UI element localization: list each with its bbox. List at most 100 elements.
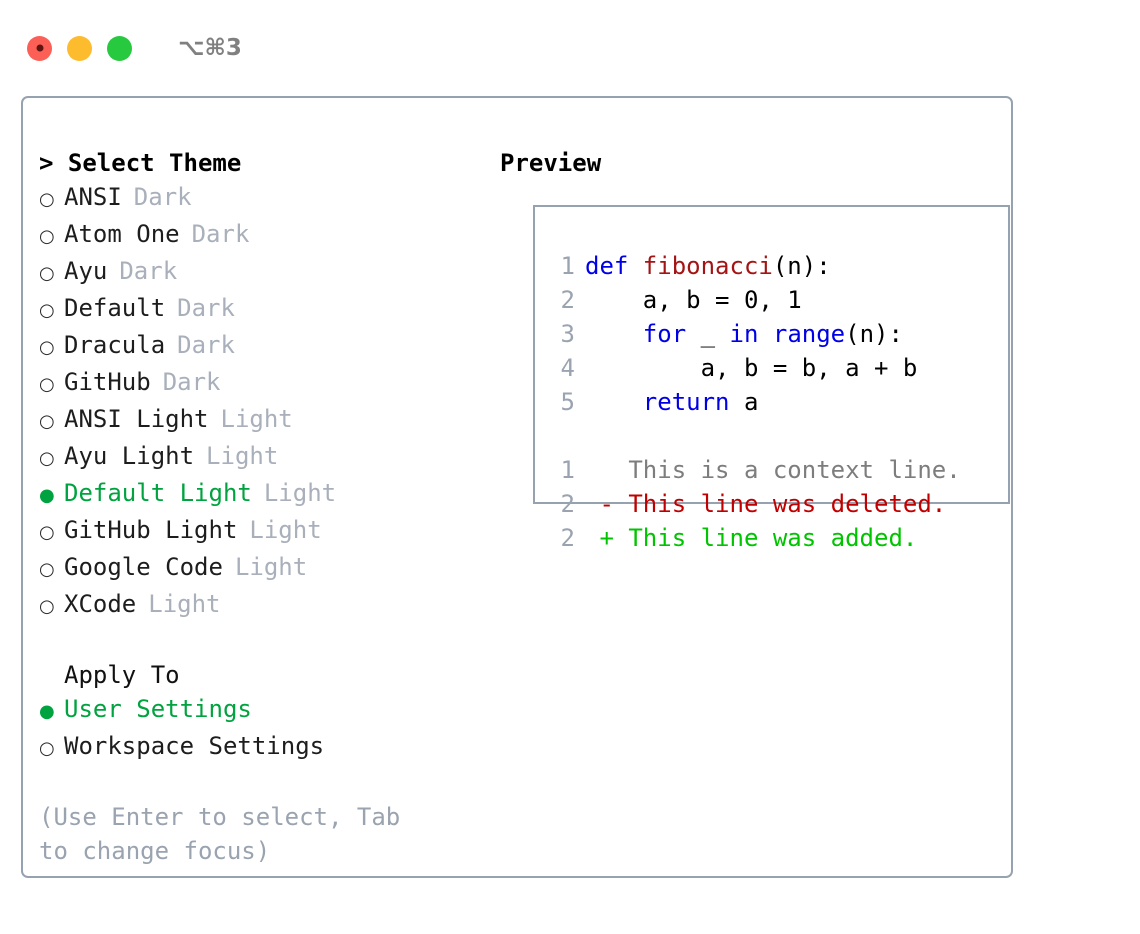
- radio-unselected-icon: ○: [39, 559, 55, 580]
- theme-variant-badge: Light: [263, 479, 337, 507]
- theme-option-label: Default Light: [64, 479, 252, 507]
- code-token-plain: [758, 320, 772, 348]
- theme-option-google-code[interactable]: ○ Google Code Light: [39, 550, 489, 587]
- theme-variant-badge: Light: [148, 590, 221, 618]
- apply-to-list[interactable]: ● User Settings ○ Workspace Settings: [39, 692, 489, 766]
- radio-selected-icon: ●: [39, 485, 55, 506]
- close-button[interactable]: [27, 35, 52, 61]
- radio-unselected-icon: ○: [39, 300, 55, 321]
- diff-line-add: 2 + This line was added.: [549, 521, 999, 555]
- code-token-fn: fibonacci: [642, 252, 773, 280]
- diff-sign: +: [585, 524, 614, 552]
- title-bar: ⌥⌘3: [0, 0, 1140, 96]
- theme-variant-badge: Dark: [119, 257, 178, 285]
- recording-indicator-icon: [36, 44, 43, 52]
- code-blank-row: [549, 419, 999, 453]
- radio-unselected-icon: ○: [39, 226, 55, 247]
- preview-title: Preview: [500, 149, 602, 177]
- diff-line-number: 2: [560, 490, 575, 518]
- radio-selected-icon: ●: [39, 701, 55, 722]
- radio-unselected-icon: ○: [39, 411, 55, 432]
- code-line: 4 a, b = b, a + b: [549, 351, 999, 385]
- code-preview: 1 def fibonacci(n): 2 a, b = 0, 1 3 for _ i…: [549, 249, 999, 555]
- code-token-plain: a, b = 0, 1: [585, 286, 802, 314]
- code-token-plain: _: [686, 320, 730, 348]
- theme-variant-badge: Light: [206, 442, 279, 470]
- code-line-number: 1: [560, 252, 575, 280]
- code-line: 3 for _ in range(n):: [549, 317, 999, 351]
- code-line: 1 def fibonacci(n):: [549, 249, 999, 283]
- theme-option-label: XCode: [64, 590, 137, 618]
- theme-option-label: Ayu Light: [64, 442, 195, 470]
- code-token-kw: for: [642, 320, 687, 348]
- theme-option-ansi[interactable]: ○ ANSI Dark: [39, 180, 489, 217]
- zoom-button[interactable]: [107, 35, 132, 61]
- radio-unselected-icon: ○: [39, 448, 55, 469]
- radio-unselected-icon: ○: [39, 263, 55, 284]
- diff-line-ctx: 1 This is a context line.: [549, 453, 999, 487]
- radio-unselected-icon: ○: [39, 189, 55, 210]
- theme-option-label: ANSI: [64, 183, 122, 211]
- apply-option-workspace-settings[interactable]: ○ Workspace Settings: [39, 729, 489, 766]
- theme-option-ayu-light[interactable]: ○ Ayu Light Light: [39, 439, 489, 476]
- theme-variant-badge: Light: [249, 516, 322, 544]
- theme-option-label: GitHub: [64, 368, 151, 396]
- apply-option-label: Workspace Settings: [64, 732, 325, 760]
- code-lines: 1 def fibonacci(n): 2 a, b = 0, 1 3 for _ i…: [549, 249, 999, 419]
- diff-line-number: 1: [560, 456, 575, 484]
- window-controls: [27, 35, 132, 61]
- theme-option-label: GitHub Light: [64, 516, 238, 544]
- page-title: > Select Theme: [39, 149, 242, 177]
- preview-box: 1 def fibonacci(n): 2 a, b = 0, 1 3 for _ i…: [533, 205, 1010, 552]
- code-line-number: 3: [560, 320, 575, 348]
- theme-variant-badge: Dark: [133, 183, 192, 211]
- theme-variant-badge: Dark: [162, 368, 221, 396]
- diff-line-del: 2 - This line was deleted.: [549, 487, 999, 521]
- keyboard-hint: (Use Enter to select, Tab to change focu…: [39, 803, 401, 865]
- code-token-kw: range: [772, 320, 846, 348]
- diff-sign: [585, 453, 614, 487]
- diff-line-content: This is a context line.: [613, 456, 961, 484]
- apply-to-heading: Apply To: [64, 661, 180, 689]
- theme-variant-badge: Light: [234, 553, 308, 581]
- code-token-kw: return: [642, 388, 730, 416]
- theme-option-default-light[interactable]: ● Default Light Light: [39, 476, 489, 513]
- apply-option-user-settings[interactable]: ● User Settings: [39, 692, 489, 729]
- code-token-kw: in: [729, 320, 759, 348]
- theme-variant-badge: Dark: [177, 331, 235, 359]
- code-line-number: 4: [560, 354, 575, 382]
- diff-line-number: 2: [560, 524, 575, 552]
- shortcut-label: ⌥⌘3: [178, 35, 242, 61]
- code-token-kw: def: [585, 252, 643, 280]
- code-line-content: for _ in range(n):: [585, 317, 903, 351]
- radio-unselected-icon: ○: [39, 738, 55, 759]
- code-line-content: def fibonacci(n):: [585, 249, 831, 283]
- theme-option-label: Atom One: [64, 220, 180, 248]
- code-token-plain: [585, 320, 643, 348]
- code-token-plain: (n):: [772, 252, 831, 280]
- code-token-plain: a: [729, 388, 759, 416]
- theme-option-label: Default: [64, 294, 166, 322]
- theme-variant-badge: Light: [220, 405, 293, 433]
- diff-line-content: This line was deleted.: [613, 490, 947, 518]
- code-line-content: a, b = 0, 1: [585, 283, 802, 317]
- code-line-number: 2: [560, 286, 575, 314]
- code-token-plain: a, b = b, a + b: [585, 354, 918, 382]
- theme-option-label: Google Code: [64, 553, 223, 581]
- diff-sign: -: [585, 490, 614, 518]
- theme-option-label: Dracula: [64, 331, 166, 359]
- minimize-button[interactable]: [67, 35, 92, 61]
- apply-option-label: User Settings: [64, 695, 252, 723]
